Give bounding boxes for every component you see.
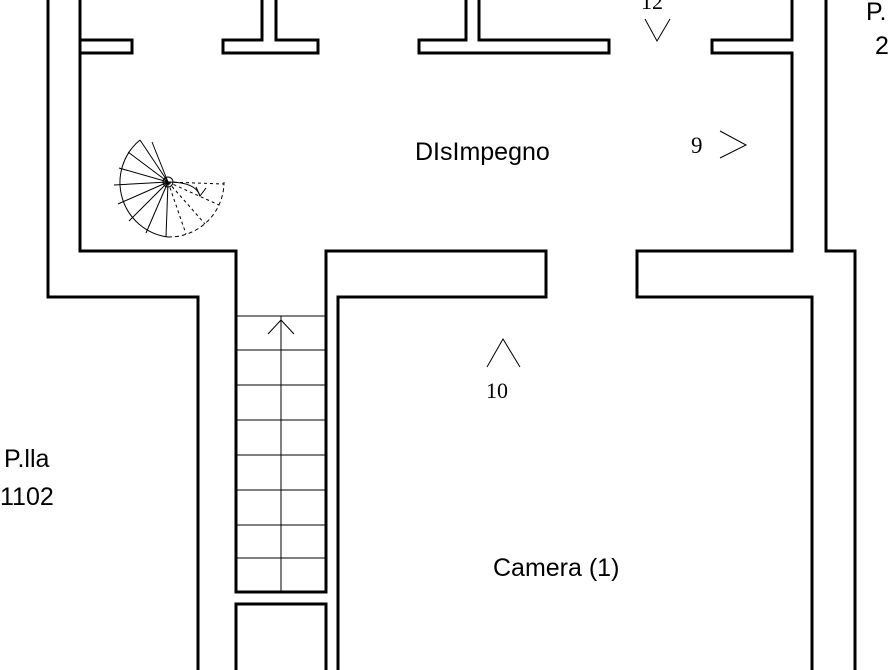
room-label-camera: Camera (1) xyxy=(493,554,619,582)
walls xyxy=(46,0,857,670)
marker-9-label: 9 xyxy=(691,133,703,158)
stair-arrow-icon xyxy=(267,319,295,335)
spiral-outer-arc-dashed xyxy=(167,181,225,238)
spiral-tread xyxy=(167,181,220,206)
spiral-tread xyxy=(165,181,169,238)
small-room-wall xyxy=(234,602,328,670)
inner-wall-left xyxy=(78,0,548,670)
top-wall-3 xyxy=(417,0,611,55)
spiral-tread xyxy=(151,141,169,183)
spiral-tread xyxy=(139,139,169,183)
marker-12-arrow-icon xyxy=(644,18,671,43)
marker-10-label: 10 xyxy=(486,378,508,403)
spiral-tread xyxy=(113,181,169,186)
spiral-tread xyxy=(118,167,169,183)
spiral-tread xyxy=(167,181,187,235)
spiral-tread xyxy=(145,181,169,234)
top-wall-4 xyxy=(710,0,794,55)
parcel-right-line1: P. xyxy=(866,0,886,26)
marker-9-arrow-icon xyxy=(719,130,748,159)
view-markers: 9 10 12 xyxy=(486,0,748,403)
spiral-staircase xyxy=(113,139,225,238)
spiral-tread xyxy=(128,181,169,222)
spiral-tread xyxy=(117,181,169,205)
spiral-arrow-icon xyxy=(195,186,207,197)
top-wall-4-inner xyxy=(635,51,814,670)
parcel-left-line2: 1102 xyxy=(0,483,54,511)
straight-staircase xyxy=(235,315,327,593)
spiral-tread xyxy=(127,151,169,183)
outer-wall-right xyxy=(824,0,857,670)
spiral-tread xyxy=(167,181,206,225)
top-wall-1 xyxy=(78,38,134,55)
outer-wall-left xyxy=(46,0,200,670)
room-label-disimpegno: DIsImpegno xyxy=(415,138,550,166)
marker-12-label: 12 xyxy=(641,0,663,14)
parcel-right-line2: 2 xyxy=(875,32,889,60)
marker-10-arrow-icon xyxy=(486,338,521,368)
top-wall-2 xyxy=(221,0,320,55)
parcel-left-line1: P.lla xyxy=(4,445,50,473)
